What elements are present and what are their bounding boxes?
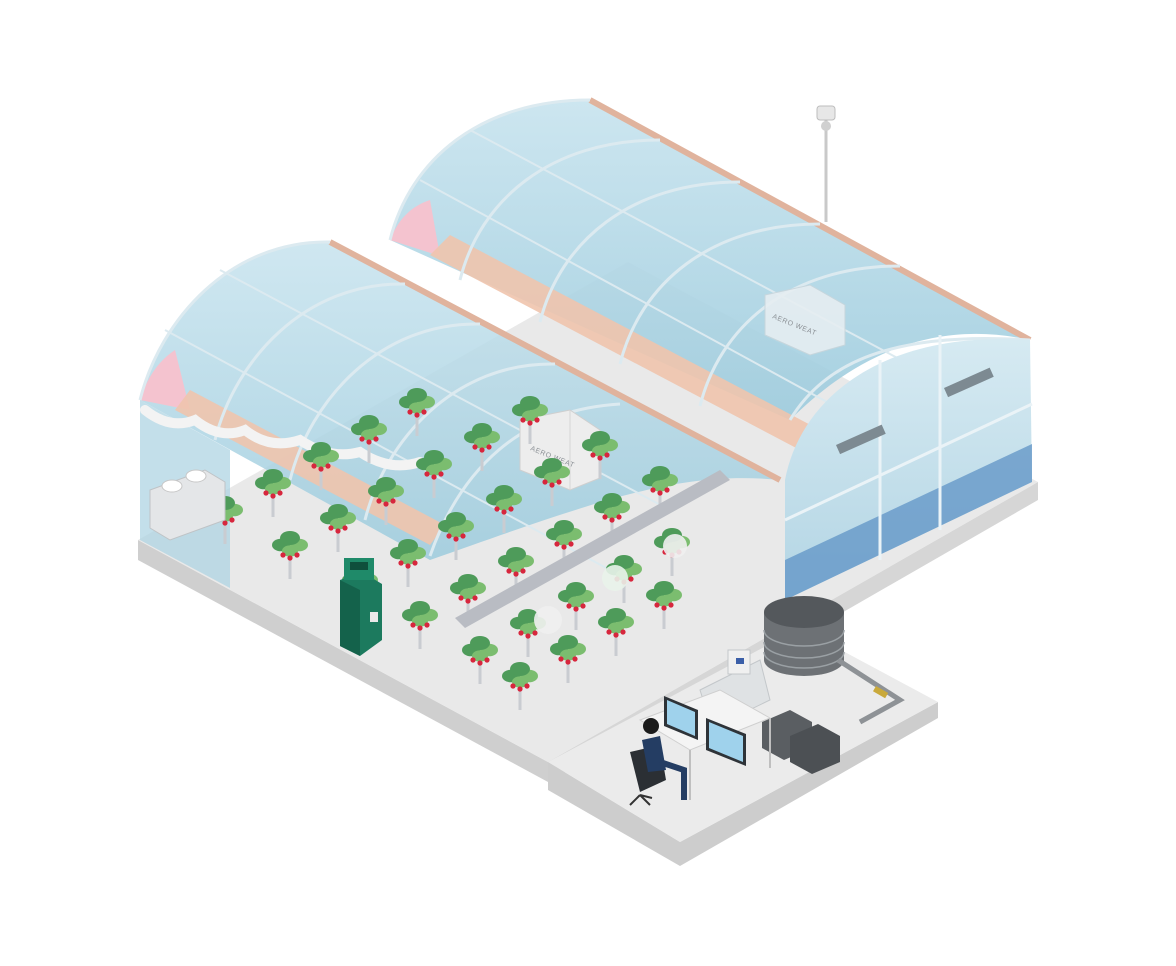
operator-workstation <box>638 689 772 800</box>
greenhouse-bay-back <box>388 97 1032 450</box>
strawberry-plant <box>550 635 586 683</box>
sprayer-boom <box>455 470 730 634</box>
strawberry-plant <box>320 504 356 552</box>
weather-sensor-pole <box>816 105 836 222</box>
harvesting-robot <box>340 558 382 656</box>
strawberry-plant-rows <box>207 388 690 710</box>
strawberry-plant <box>646 581 682 629</box>
strawberry-plant <box>582 431 618 479</box>
strawberry-plant <box>462 636 498 684</box>
strawberry-plant <box>558 582 594 630</box>
strawberry-plant <box>642 466 678 514</box>
strawberry-plant <box>402 601 438 649</box>
strawberry-plant <box>303 442 339 490</box>
strawberry-plant <box>502 662 538 710</box>
strawberry-plant <box>272 531 308 579</box>
strawberry-plant <box>594 493 630 541</box>
heat-pump-units <box>149 469 226 541</box>
strawberry-plant <box>512 396 548 444</box>
strawberry-plant <box>399 388 435 436</box>
strawberry-plant <box>438 512 474 560</box>
strawberry-plant <box>598 608 634 656</box>
strawberry-plant <box>368 477 404 525</box>
strawberry-plant <box>255 469 291 517</box>
greenhouse-end-wall <box>784 335 1033 600</box>
climate-unit-back: AERO WEAT <box>764 284 846 356</box>
strawberry-plant <box>464 423 500 471</box>
water-tank <box>763 596 905 725</box>
strawberry-plant <box>390 539 426 587</box>
strawberry-plant <box>534 458 570 506</box>
operator-person <box>629 718 687 806</box>
greenhouse-bay-front <box>138 239 782 588</box>
strawberry-plant <box>486 485 522 533</box>
strawberry-plant <box>351 415 387 463</box>
strawberry-plant <box>546 520 582 568</box>
strawberry-plant <box>416 450 452 498</box>
